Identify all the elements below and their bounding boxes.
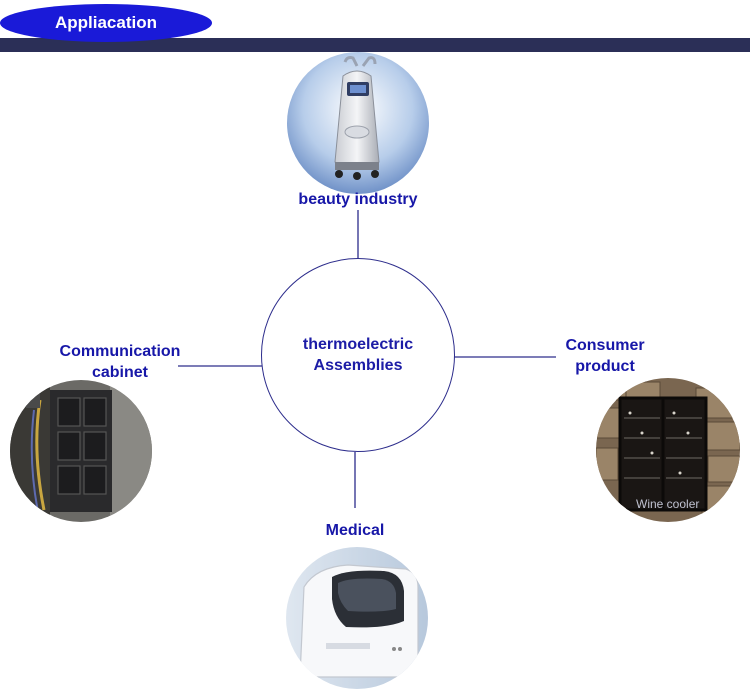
medical-label: Medical <box>325 522 385 539</box>
consumer-label-line2: product <box>575 358 635 375</box>
wine-cooler-caption: Wine cooler <box>636 497 699 511</box>
consumer-label-line1: Consumer <box>565 337 645 354</box>
center-label-line2: Assemblies <box>313 357 403 374</box>
communication-cabinet-label: Communication cabinet <box>40 341 200 383</box>
header-divider-bar <box>0 38 750 52</box>
medical-analyzer-icon <box>286 547 428 689</box>
communication-label-line1: Communication <box>59 343 181 360</box>
beauty-industry-label: beauty industry <box>298 191 418 208</box>
consumer-product-label: Consumer product <box>530 335 680 377</box>
beauty-machine-icon <box>287 52 429 194</box>
section-title: Appliacation <box>54 13 157 32</box>
center-label-line1: thermoelectric <box>302 336 414 353</box>
center-node: thermoelectric Assemblies <box>261 258 455 452</box>
section-header: Appliacation <box>0 4 212 42</box>
communication-cabinet-icon <box>10 380 152 522</box>
wine-cooler-icon: Wine cooler <box>596 378 740 522</box>
communication-label-line2: cabinet <box>91 364 148 381</box>
